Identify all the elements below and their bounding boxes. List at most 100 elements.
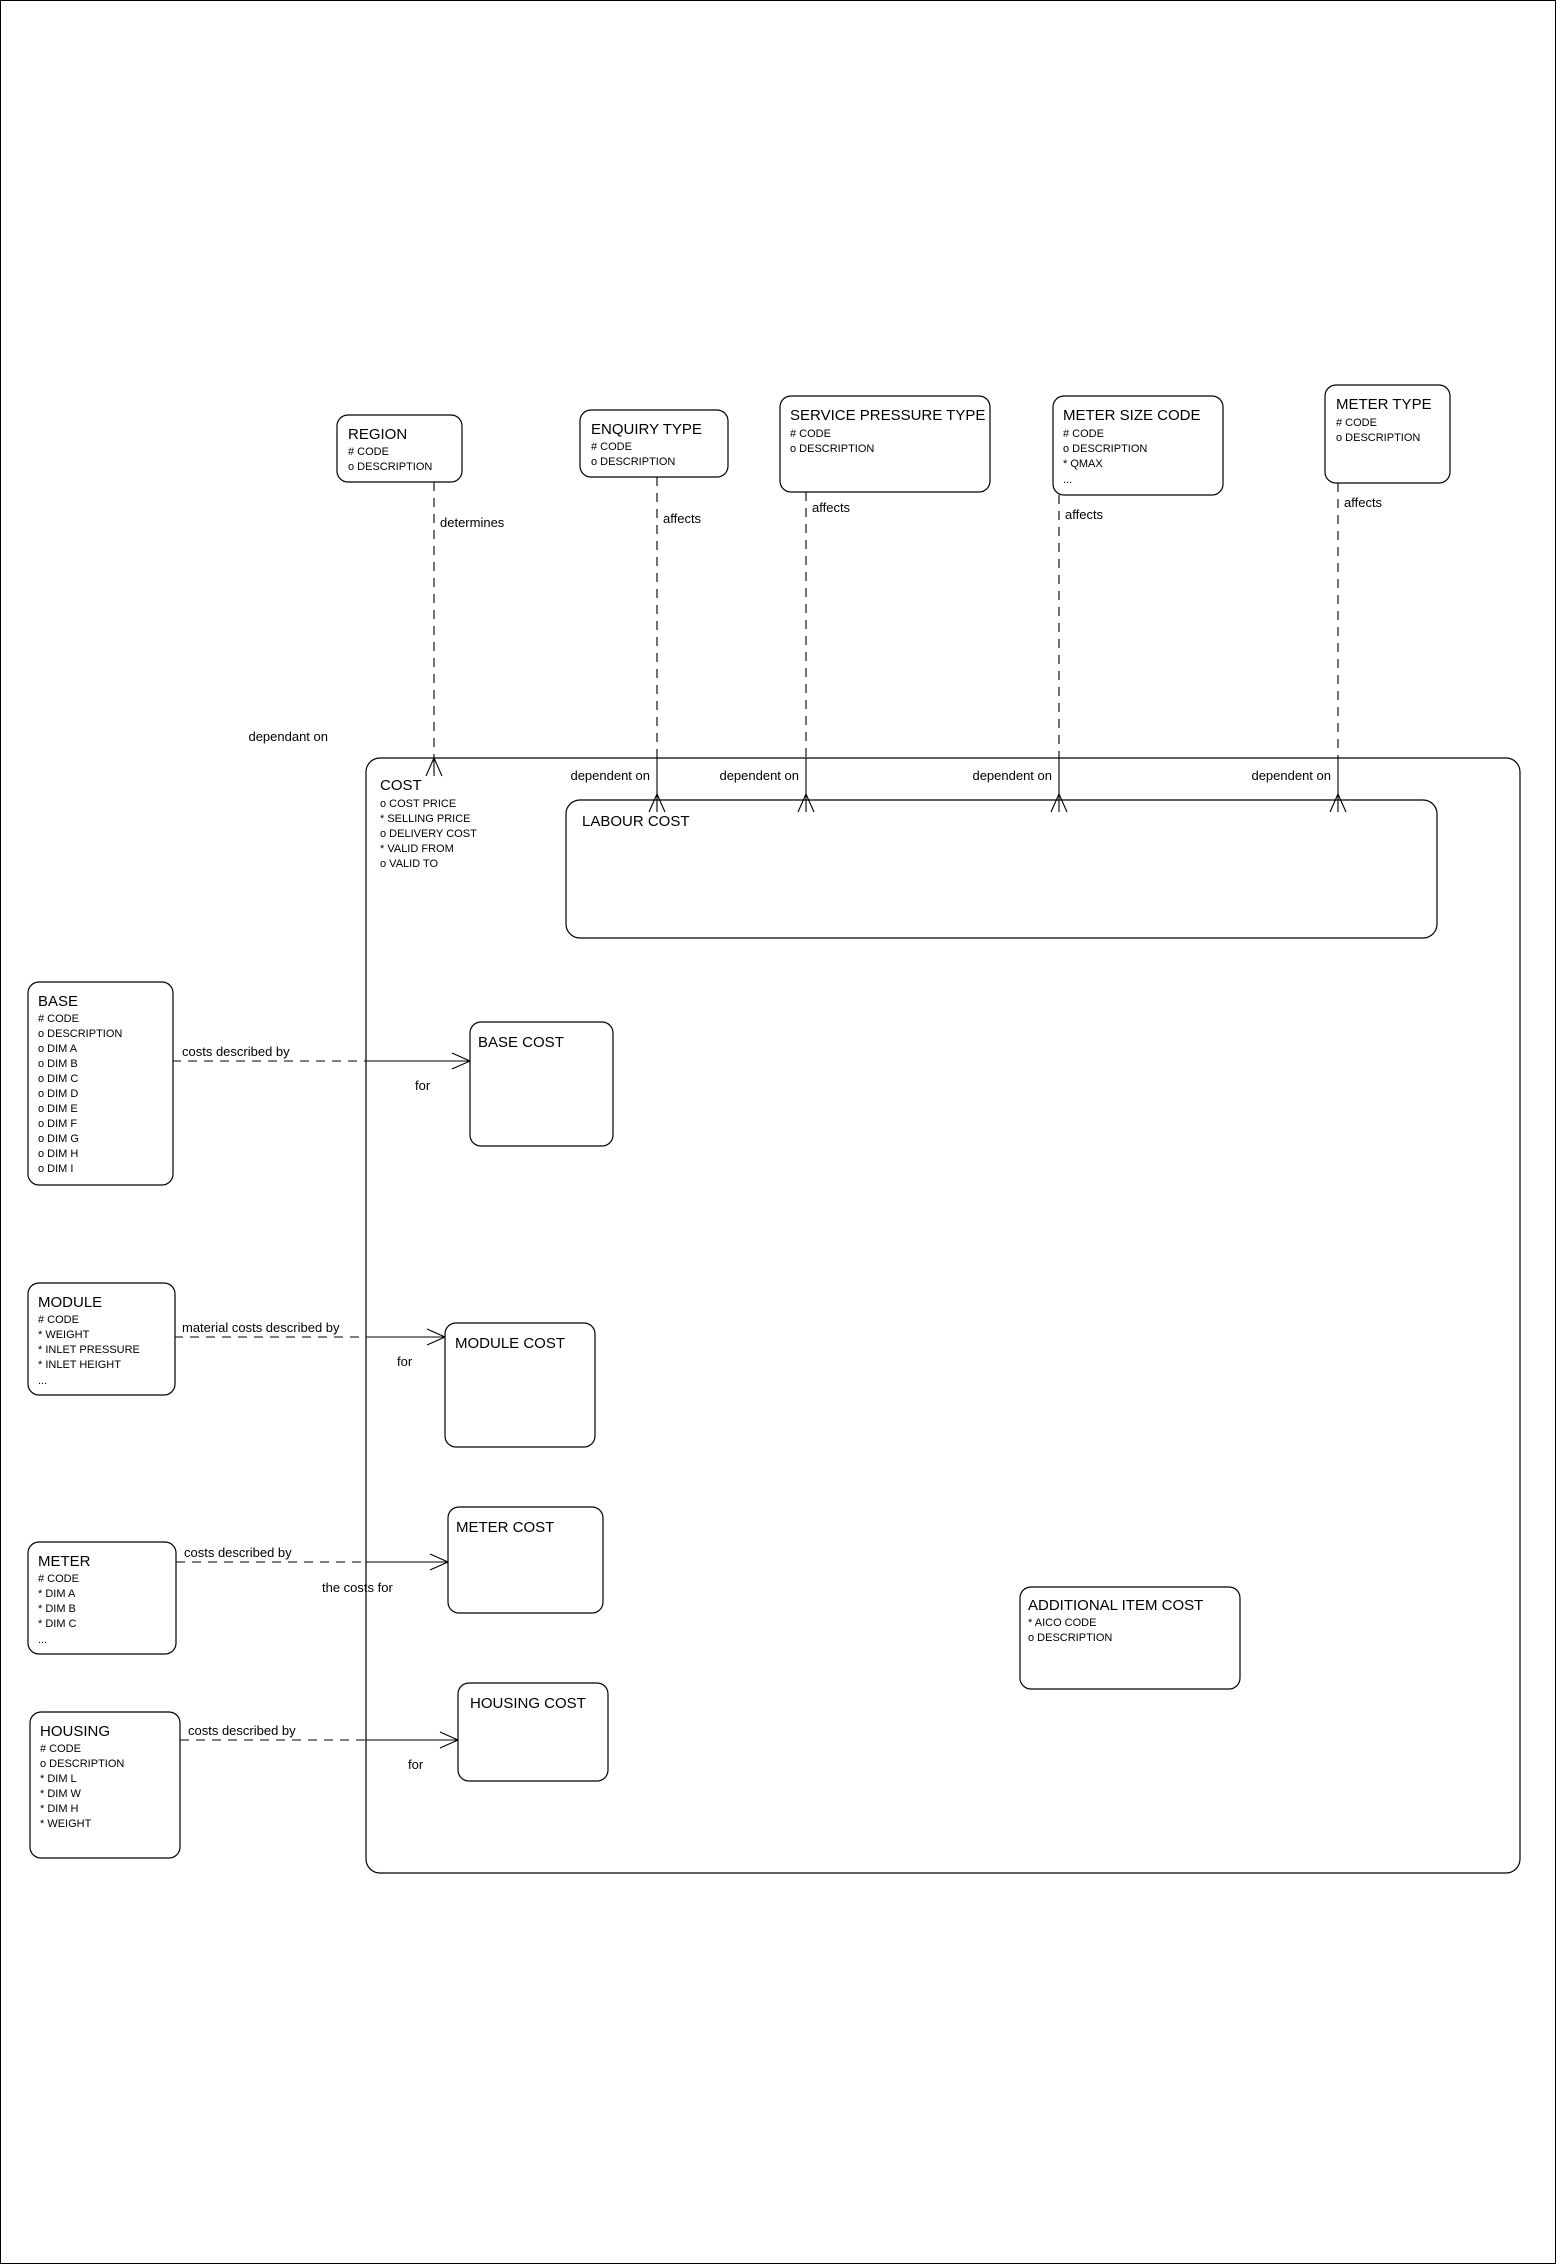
label-service-pressure-affects: affects [812, 500, 851, 515]
base-attr-0: # CODE [38, 1013, 79, 1025]
module-attr-1: * WEIGHT [38, 1329, 90, 1341]
crowfoot-meter-size-labour [1050, 793, 1068, 813]
base-attr-10: o DIM I [38, 1163, 73, 1175]
label-base-for: for [415, 1078, 431, 1093]
additional-item-cost-attr-1: o DESCRIPTION [1028, 1632, 1112, 1644]
labour-cost-title: LABOUR COST [582, 813, 690, 830]
meter-cost-title: METER COST [456, 1519, 554, 1536]
base-attr-6: o DIM E [38, 1103, 78, 1115]
housing-title: HOUSING [40, 1723, 110, 1740]
label-labour-dependent-on-3: dependent on [972, 768, 1052, 783]
label-meter-costs-described-by: costs described by [184, 1545, 292, 1560]
entity-enquiry-type[interactable] [579, 409, 729, 478]
label-region-determines: determines [440, 515, 505, 530]
cost-attr-4: o VALID TO [380, 858, 439, 870]
base-attr-2: o DIM A [38, 1043, 78, 1055]
label-housing-for: for [408, 1757, 424, 1772]
label-enquiry-affects: affects [663, 511, 702, 526]
meter-type-attr-0: # CODE [1336, 417, 1377, 429]
additional-item-cost-title: ADDITIONAL ITEM COST [1028, 1597, 1203, 1614]
meter-size-code-attr-1: o DESCRIPTION [1063, 443, 1147, 455]
base-attr-8: o DIM G [38, 1133, 79, 1145]
crowfoot-region-cost [425, 757, 443, 777]
cost-attr-1: * SELLING PRICE [380, 813, 470, 825]
crowfoot-meter-type-labour [1329, 793, 1347, 813]
meter-attr-3: * DIM C [38, 1618, 77, 1630]
label-meter-the-costs-for: the costs for [322, 1580, 393, 1595]
entity-module[interactable] [27, 1282, 176, 1396]
label-labour-dependent-on-2: dependent on [719, 768, 799, 783]
entity-base-cost[interactable] [469, 1021, 614, 1147]
module-attr-4: ... [38, 1375, 47, 1387]
service-pressure-type-title: SERVICE PRESSURE TYPE [790, 407, 985, 424]
housing-attr-5: * WEIGHT [40, 1818, 92, 1830]
base-cost-title: BASE COST [478, 1034, 564, 1051]
meter-size-code-attr-2: * QMAX [1063, 458, 1103, 470]
base-attr-9: o DIM H [38, 1148, 78, 1160]
base-attr-4: o DIM C [38, 1073, 78, 1085]
base-attr-3: o DIM B [38, 1058, 78, 1070]
entity-housing[interactable] [29, 1711, 181, 1859]
entity-additional-item-cost[interactable] [1019, 1586, 1241, 1690]
base-attr-7: o DIM F [38, 1118, 77, 1130]
label-module-for: for [397, 1354, 413, 1369]
enquiry-type-title: ENQUIRY TYPE [591, 421, 702, 438]
cost-title: COST [380, 777, 422, 794]
crowfoot-housing-cost [439, 1731, 459, 1749]
crowfoot-service-pressure-labour [797, 793, 815, 813]
region-attr-1: o DESCRIPTION [348, 461, 432, 473]
housing-attr-4: * DIM H [40, 1803, 79, 1815]
entity-module-cost[interactable] [444, 1322, 596, 1448]
meter-type-attr-1: o DESCRIPTION [1336, 432, 1420, 444]
crowfoot-meter-cost [429, 1553, 449, 1571]
module-title: MODULE [38, 1294, 102, 1311]
module-cost-title: MODULE COST [455, 1335, 565, 1352]
region-attr-0: # CODE [348, 446, 389, 458]
entity-service-pressure-type[interactable] [779, 395, 991, 493]
meter-size-code-title: METER SIZE CODE [1063, 407, 1201, 424]
entity-meter[interactable] [27, 1541, 177, 1655]
additional-item-cost-attr-0: * AICO CODE [1028, 1617, 1096, 1629]
entity-base[interactable] [27, 981, 174, 1186]
meter-attr-2: * DIM B [38, 1603, 76, 1615]
enquiry-type-attr-0: # CODE [591, 441, 632, 453]
meter-attr-4: ... [38, 1634, 47, 1646]
entity-region[interactable] [336, 414, 463, 483]
service-pressure-type-attr-0: # CODE [790, 428, 831, 440]
labour-cost-box[interactable] [565, 799, 1438, 939]
meter-size-code-attr-0: # CODE [1063, 428, 1104, 440]
label-module-costs-described-by: material costs described by [182, 1320, 340, 1335]
meter-attr-0: # CODE [38, 1573, 79, 1585]
entity-meter-cost[interactable] [447, 1506, 604, 1614]
housing-attr-3: * DIM W [40, 1788, 82, 1800]
module-attr-0: # CODE [38, 1314, 79, 1326]
label-housing-costs-described-by: costs described by [188, 1723, 296, 1738]
housing-attr-0: # CODE [40, 1743, 81, 1755]
housing-cost-title: HOUSING COST [470, 1695, 586, 1712]
entity-meter-type[interactable] [1324, 384, 1451, 484]
crowfoot-enquiry-labour [648, 793, 666, 813]
entity-meter-size-code[interactable] [1052, 395, 1224, 496]
cost-attr-0: o COST PRICE [380, 798, 456, 810]
base-title: BASE [38, 993, 78, 1010]
meter-title: METER [38, 1553, 91, 1570]
base-attr-5: o DIM D [38, 1088, 78, 1100]
crowfoot-base-cost [451, 1052, 471, 1070]
entity-housing-cost[interactable] [457, 1682, 609, 1782]
region-title: REGION [348, 426, 407, 443]
cost-attr-3: * VALID FROM [380, 843, 454, 855]
crowfoot-module-cost [426, 1328, 446, 1346]
label-labour-dependent-on-4: dependent on [1251, 768, 1331, 783]
cost-attr-2: o DELIVERY COST [380, 828, 477, 840]
meter-attr-1: * DIM A [38, 1588, 76, 1600]
label-labour-dependent-on-1: dependent on [570, 768, 650, 783]
housing-attr-1: o DESCRIPTION [40, 1758, 124, 1770]
module-attr-2: * INLET PRESSURE [38, 1344, 140, 1356]
module-attr-3: * INLET HEIGHT [38, 1359, 121, 1371]
housing-attr-2: * DIM L [40, 1773, 77, 1785]
label-cost-dependant-on: dependant on [248, 729, 328, 744]
cost-container[interactable] [365, 757, 1521, 1874]
service-pressure-type-attr-1: o DESCRIPTION [790, 443, 874, 455]
label-meter-type-affects: affects [1344, 495, 1383, 510]
